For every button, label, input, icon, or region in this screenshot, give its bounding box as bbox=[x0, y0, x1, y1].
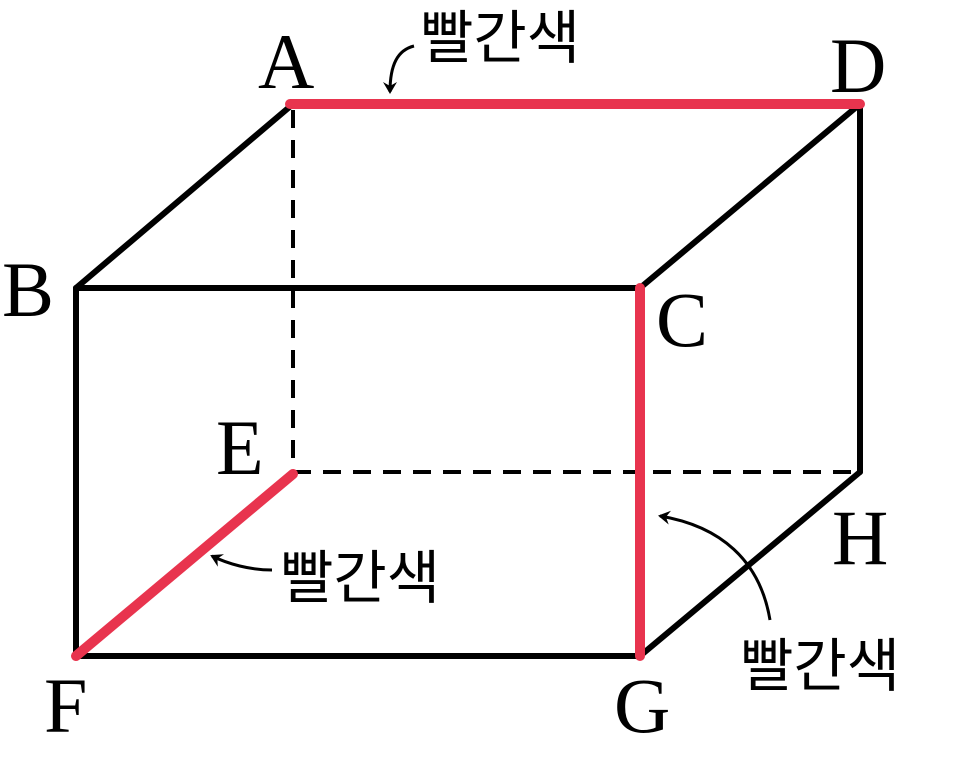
edge-AB bbox=[73, 101, 296, 291]
vertex-label-D: D bbox=[830, 22, 886, 109]
vertex-label-G: G bbox=[614, 662, 670, 749]
edge-GH bbox=[637, 469, 863, 659]
arrow-right bbox=[658, 510, 772, 621]
red-edge-EF bbox=[71, 469, 298, 661]
arrow-top bbox=[383, 44, 415, 94]
vertex-label-H: H bbox=[832, 494, 888, 581]
vertex-label-A: A bbox=[258, 18, 314, 105]
edge-CD bbox=[637, 101, 863, 291]
annotation-middle: 빨간색 bbox=[280, 544, 440, 612]
annotation-right: 빨간색 bbox=[740, 632, 900, 700]
vertex-label-C: C bbox=[656, 276, 708, 363]
annotation-top: 빨간색 bbox=[420, 4, 580, 72]
arrow-middle bbox=[210, 554, 273, 572]
vertex-label-E: E bbox=[216, 404, 264, 491]
vertex-label-B: B bbox=[2, 246, 54, 333]
vertex-label-F: F bbox=[44, 662, 87, 749]
